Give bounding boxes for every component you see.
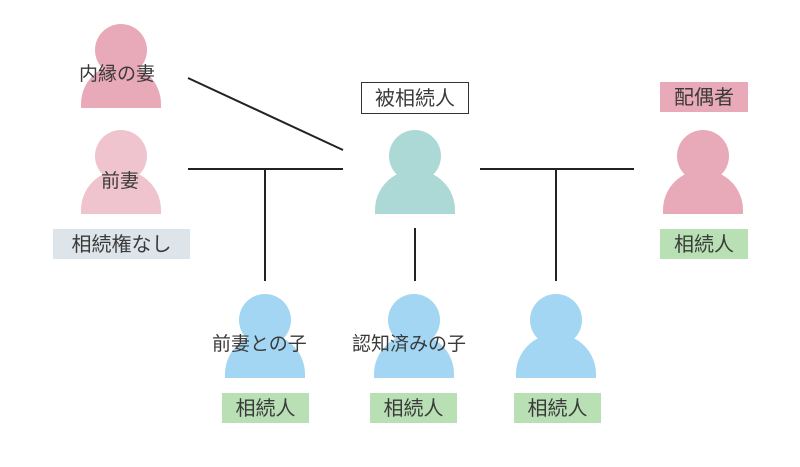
person-body xyxy=(375,170,455,214)
child-spouse-figure xyxy=(516,294,596,378)
spouse-badge: 配偶者 xyxy=(660,82,748,112)
child-spouse-heir-badge: 相続人 xyxy=(514,393,601,423)
common-law-wife-figure xyxy=(81,24,161,108)
common-law-wife-label: 内縁の妻 xyxy=(79,63,156,85)
spouse-heir-badge: 相続人 xyxy=(660,229,748,259)
person-body xyxy=(516,334,596,378)
line-common-law-wife xyxy=(187,77,344,151)
child-ex-wife-label: 前妻との子 xyxy=(212,333,307,355)
child-ex-wife-heir-badge: 相続人 xyxy=(222,393,309,423)
acknowledged-child-label: 認知済みの子 xyxy=(352,333,467,355)
ex-wife-label: 前妻 xyxy=(101,170,140,192)
child-ex-wife-figure xyxy=(225,294,305,378)
decedent-figure xyxy=(375,130,455,214)
no-inheritance-badge: 相続権なし xyxy=(53,229,190,259)
acknowledged-child-figure xyxy=(374,294,454,378)
decedent-badge: 被相続人 xyxy=(361,82,469,114)
acknowledged-child-heir-badge: 相続人 xyxy=(370,393,457,423)
spouse-figure xyxy=(663,130,743,214)
person-body xyxy=(663,170,743,214)
ex-wife-figure xyxy=(81,130,161,214)
